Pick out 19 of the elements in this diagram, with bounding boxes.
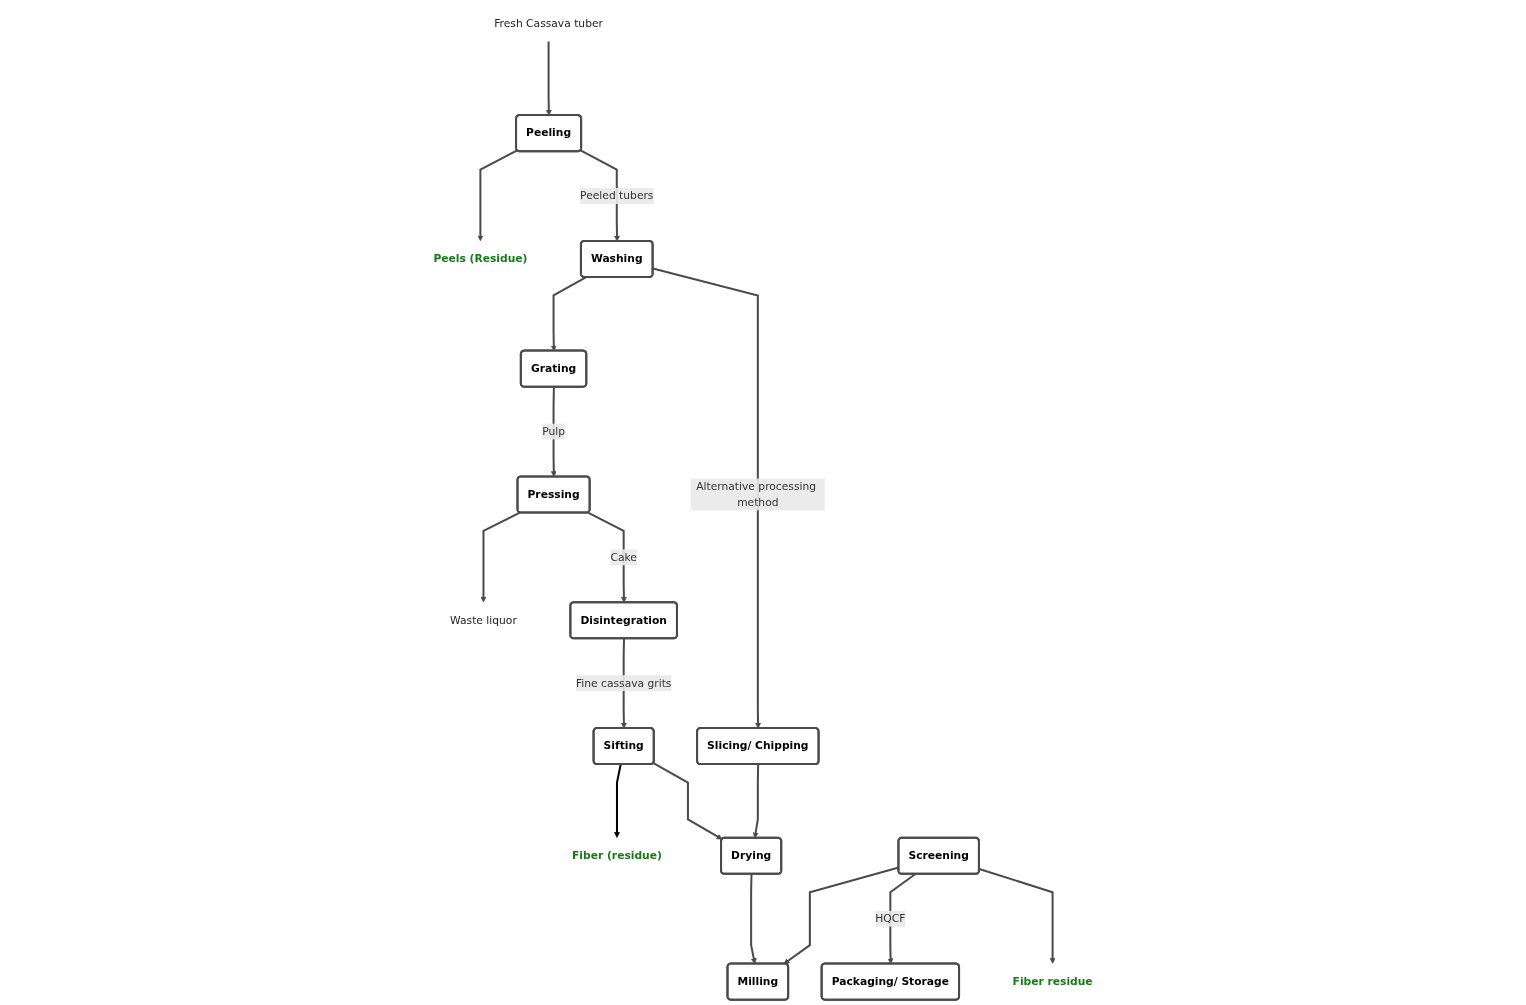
node-text: Fresh Cassava tuber: [494, 16, 603, 30]
arrow: [550, 387, 557, 477]
node-text: Waste liquor: [450, 613, 517, 627]
edge-label: Peeled tubers: [580, 189, 654, 203]
node-text: Fiber (residue): [572, 849, 662, 862]
arrow: [614, 764, 622, 838]
edge-label: Fine cassava grits: [575, 676, 672, 690]
arrow: [545, 41, 552, 116]
node-text: Peels (Residue): [433, 252, 528, 265]
edge-label: Cake: [610, 550, 637, 564]
arrow: [783, 866, 899, 965]
edge-label: Alternative processing method: [696, 479, 817, 509]
arrow: [652, 762, 723, 840]
node-text: Fiber residue: [1012, 974, 1093, 988]
arrow: [477, 149, 518, 242]
arrow: [978, 868, 1056, 964]
edge-label: Pulp: [542, 424, 565, 438]
edge-label: HQCF: [875, 911, 906, 925]
arrow: [480, 511, 521, 603]
